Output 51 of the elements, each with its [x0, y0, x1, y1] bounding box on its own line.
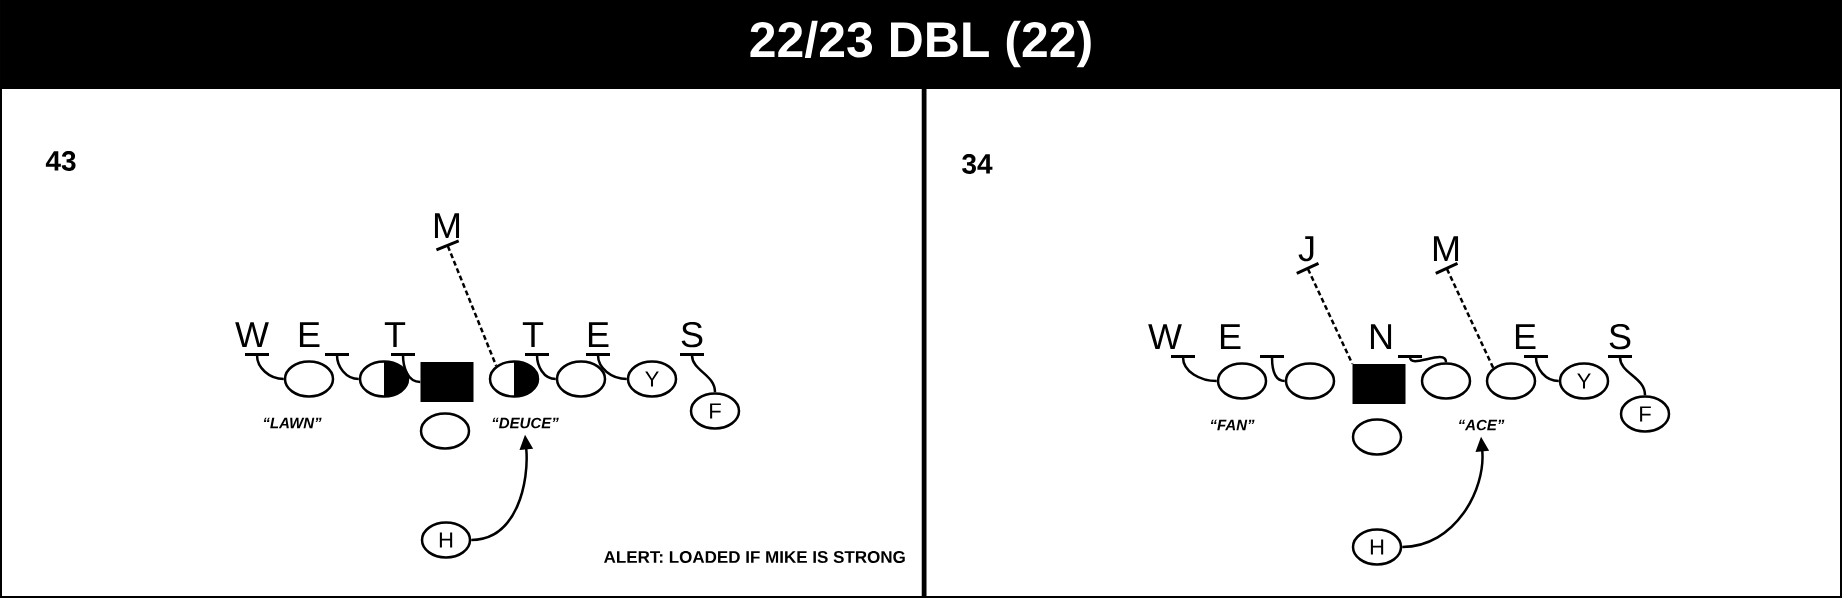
technique-line — [245, 353, 284, 381]
player-oval: H — [420, 521, 472, 559]
player-oval — [419, 412, 471, 450]
defender-letter: T — [522, 322, 544, 347]
technique-line — [680, 353, 717, 393]
defender-letter: S — [1609, 323, 1631, 350]
defender-letter: E — [1220, 324, 1241, 349]
technique-line — [1171, 355, 1217, 383]
player-oval — [1485, 362, 1537, 400]
defender-letter: E — [1515, 324, 1536, 349]
defender-letter: M — [434, 213, 460, 238]
defender-letter: J — [1298, 236, 1314, 262]
defender-letter: T — [384, 322, 406, 347]
technique-line — [391, 353, 421, 384]
technique-line — [525, 353, 556, 381]
panel-number: 43 — [45, 151, 76, 171]
defender-letter: W — [235, 322, 269, 347]
player-oval — [1420, 362, 1472, 400]
defender-letter: E — [299, 322, 320, 347]
title-bar: 22/23 DBL (22) — [0, 0, 1842, 88]
panel-number: 34 — [962, 154, 993, 174]
defender-letter: W — [1148, 324, 1182, 349]
player-oval — [555, 360, 607, 398]
alert-note: ALERT: LOADED IF MIKE IS STRONG — [604, 551, 905, 564]
call-label: “LAWN” — [263, 417, 322, 429]
technique-line — [1524, 355, 1559, 383]
player-oval — [1284, 362, 1336, 400]
player-oval — [488, 360, 540, 398]
defender-letter: M — [1433, 236, 1459, 261]
call-label: “ACE” — [1459, 419, 1505, 431]
technique-line — [1260, 355, 1285, 383]
center-square — [1352, 364, 1406, 404]
player-oval — [358, 360, 410, 398]
technique-line — [586, 353, 627, 381]
player-oval: F — [1619, 395, 1671, 433]
player-oval — [1351, 418, 1403, 456]
center-square — [420, 362, 474, 402]
player-oval: H — [1351, 528, 1403, 566]
call-label: “DEUCE” — [492, 417, 559, 429]
player-oval: Y — [626, 360, 678, 398]
defender-letter: N — [1370, 324, 1392, 349]
player-oval — [1216, 362, 1268, 400]
defender-letter: E — [588, 322, 609, 347]
player-oval: F — [689, 392, 741, 430]
call-label: “FAN” — [1210, 419, 1255, 431]
defender-letter: S — [681, 321, 703, 348]
technique-line — [325, 353, 359, 381]
technique-line — [1608, 355, 1647, 396]
player-oval: Y — [1558, 362, 1610, 400]
technique-line — [1398, 355, 1448, 363]
player-oval — [283, 360, 335, 398]
